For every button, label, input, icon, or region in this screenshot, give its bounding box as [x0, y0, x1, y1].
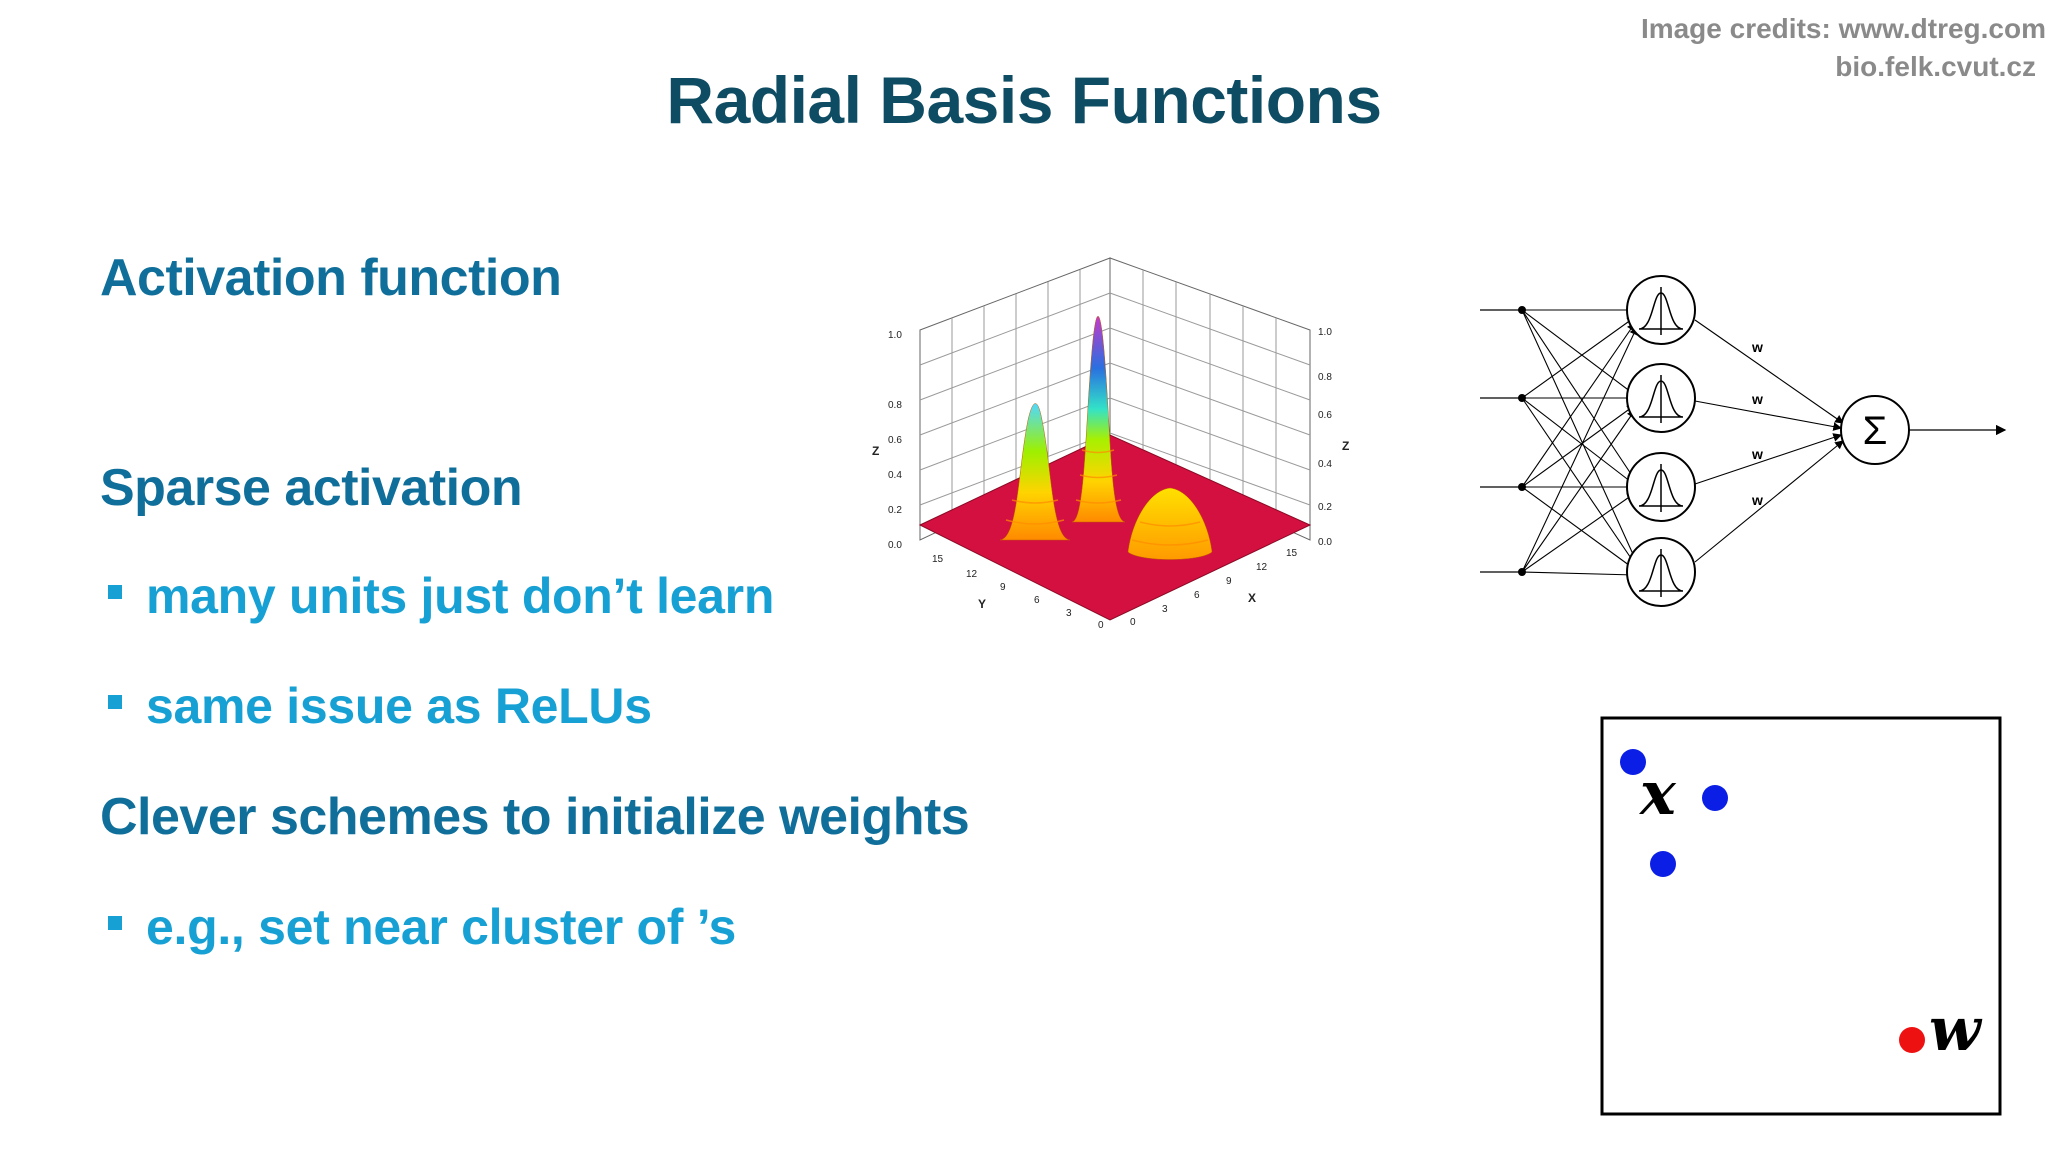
- y-axis-label: Y: [978, 597, 986, 611]
- bullet-units-dont-learn: many units just don’t learn: [108, 567, 774, 625]
- hidden-to-sum-connections: [1694, 319, 1844, 563]
- y-ticks: 15 12 9 6 3 0: [932, 554, 1104, 630]
- svg-text:w: w: [1751, 339, 1763, 355]
- svg-text:0.8: 0.8: [888, 400, 902, 411]
- svg-text:1.0: 1.0: [1318, 327, 1332, 338]
- svg-text:9: 9: [1000, 582, 1006, 593]
- svg-text:1.0: 1.0: [888, 330, 902, 341]
- svg-text:6: 6: [1034, 595, 1040, 606]
- heading-sparse-activation: Sparse activation: [100, 459, 523, 517]
- input-to-hidden-connections: [1521, 305, 1638, 580]
- x-symbol-label: x: [1638, 759, 1677, 829]
- medium-peak: [999, 403, 1071, 541]
- credit-line-2: bio.felk.cvut.cz: [1835, 51, 2036, 82]
- gaussian-curve-icons: [1638, 287, 1684, 597]
- bullet-square-icon: [108, 585, 122, 599]
- x-ticks: 0 3 6 9 12 15: [1130, 548, 1298, 628]
- bullet-square-icon: [108, 695, 122, 709]
- svg-text:0.6: 0.6: [1318, 410, 1332, 421]
- data-points: [1620, 749, 1728, 877]
- svg-text:12: 12: [1256, 562, 1268, 573]
- svg-text:15: 15: [1286, 548, 1298, 559]
- cluster-weight-plot: x w: [1600, 716, 2002, 1116]
- svg-text:3: 3: [1162, 604, 1168, 615]
- bullet-text: many units just don’t learn: [146, 568, 775, 624]
- svg-text:w: w: [1751, 446, 1763, 462]
- svg-text:w: w: [1751, 391, 1763, 407]
- svg-text:0: 0: [1098, 620, 1104, 630]
- svg-text:6: 6: [1194, 590, 1200, 601]
- bullet-relu-issue: same issue as ReLUs: [108, 677, 652, 735]
- svg-text:w: w: [1751, 492, 1763, 508]
- svg-text:0.6: 0.6: [888, 435, 902, 446]
- weight-labels: w w w w: [1751, 339, 1763, 508]
- svg-text:15: 15: [932, 554, 944, 565]
- data-point: [1702, 785, 1728, 811]
- svg-text:0.4: 0.4: [1318, 459, 1332, 470]
- credit-line-1: Image credits: www.dtreg.com: [1640, 13, 2046, 44]
- z-ticks-right: 0.0 0.2 0.4 0.6 0.8 1.0: [1318, 327, 1332, 548]
- svg-text:0.0: 0.0: [1318, 537, 1332, 548]
- bullet-set-near-cluster: e.g., set near cluster of ’s: [108, 898, 736, 956]
- svg-text:0.8: 0.8: [1318, 372, 1332, 383]
- image-credits: Image credits: www.dtreg.com bio.felk.cv…: [1528, 10, 2048, 86]
- peak-bands: [1005, 449, 1209, 546]
- input-lines: [1480, 309, 1522, 573]
- x-axis-label: X: [1248, 591, 1256, 605]
- data-point: [1650, 851, 1676, 877]
- z-axis-label-left: Z: [872, 444, 879, 458]
- z-axis-label-right: Z: [1342, 439, 1349, 453]
- small-peak: [1127, 487, 1213, 560]
- svg-text:0.0: 0.0: [888, 540, 902, 551]
- svg-text:9: 9: [1226, 576, 1232, 587]
- tall-peak: [1071, 316, 1126, 523]
- w-symbol-label: w: [1929, 995, 1983, 1065]
- weight-point: [1899, 1027, 1925, 1053]
- bullet-text: e.g., set near cluster of ’s: [146, 899, 736, 955]
- heading-clever-schemes: Clever schemes to initialize weights: [100, 788, 970, 846]
- svg-text:0.2: 0.2: [1318, 502, 1332, 513]
- svg-text:12: 12: [966, 569, 978, 580]
- sum-symbol: Σ: [1863, 409, 1888, 453]
- svg-text:0.2: 0.2: [888, 505, 902, 516]
- svg-text:0.4: 0.4: [888, 470, 902, 481]
- bullet-text: same issue as ReLUs: [146, 678, 652, 734]
- z-ticks-left: 0.0 0.2 0.4 0.6 0.8 1.0: [888, 330, 902, 551]
- slide-title: Radial Basis Functions: [666, 63, 1382, 137]
- svg-text:3: 3: [1066, 608, 1072, 619]
- svg-text:0: 0: [1130, 617, 1136, 628]
- data-point: [1620, 749, 1646, 775]
- heading-activation-function: Activation function: [100, 249, 562, 307]
- rbf-network-diagram: w w w w Σ: [1480, 275, 2007, 607]
- input-nodes: [1518, 306, 1526, 576]
- bullet-square-icon: [108, 916, 122, 930]
- gaussian-surface-plot: 0.0 0.2 0.4 0.6 0.8 1.0 Z 0.0 0.2 0.4 0.…: [872, 257, 1349, 630]
- plot-frame: [1600, 716, 2002, 1116]
